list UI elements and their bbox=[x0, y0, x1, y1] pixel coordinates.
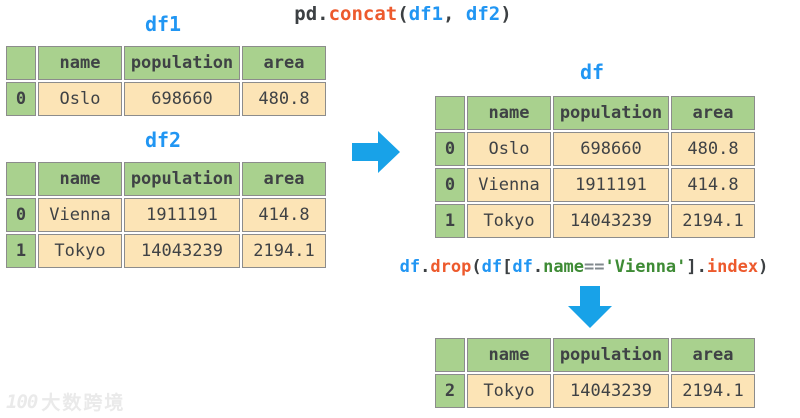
table-cell: Oslo bbox=[467, 132, 551, 166]
df-label: df bbox=[579, 60, 605, 84]
code-token: [ bbox=[502, 257, 513, 277]
code-token: index bbox=[706, 257, 759, 277]
code-token: concat bbox=[328, 3, 398, 25]
column-header: name bbox=[467, 96, 551, 130]
column-header bbox=[6, 162, 36, 196]
column-header: population bbox=[553, 96, 669, 130]
table-cell: 698660 bbox=[124, 82, 240, 116]
table-cell: Tokyo bbox=[467, 204, 551, 238]
column-header: area bbox=[671, 96, 755, 130]
row-index: 0 bbox=[435, 132, 465, 166]
table-cell: Tokyo bbox=[467, 374, 551, 408]
table-cell: 14043239 bbox=[124, 234, 240, 268]
column-header: area bbox=[242, 46, 326, 80]
row-index: 1 bbox=[435, 204, 465, 238]
table-cell: 414.8 bbox=[671, 168, 755, 202]
code-token: ) bbox=[500, 3, 512, 25]
column-header: population bbox=[124, 46, 240, 80]
column-header: population bbox=[124, 162, 240, 196]
column-header: name bbox=[467, 338, 551, 372]
code-token: df bbox=[512, 257, 533, 277]
column-header bbox=[435, 96, 465, 130]
table-cell: 414.8 bbox=[242, 198, 326, 232]
table-cell: 1911191 bbox=[553, 168, 669, 202]
table-cell: Oslo bbox=[38, 82, 122, 116]
code-token: 'Vienna' bbox=[604, 257, 687, 277]
table-cell: 2194.1 bbox=[242, 234, 326, 268]
code-token: . bbox=[532, 257, 544, 277]
column-header: population bbox=[553, 338, 669, 372]
row-index: 0 bbox=[435, 168, 465, 202]
table-cell: 1911191 bbox=[124, 198, 240, 232]
code-token: drop bbox=[430, 257, 472, 277]
table-cell: 698660 bbox=[553, 132, 669, 166]
df1-label: df1 bbox=[144, 12, 182, 36]
arrow-down-icon bbox=[568, 286, 612, 328]
code-token: df1 bbox=[408, 3, 444, 25]
code-token: name bbox=[543, 257, 585, 277]
column-header: name bbox=[38, 162, 122, 196]
watermark-text: 大数跨境 bbox=[41, 392, 126, 414]
table-cell: 14043239 bbox=[553, 374, 669, 408]
code-token: == bbox=[584, 257, 605, 277]
code-token: df2 bbox=[465, 3, 501, 25]
code-token: ( bbox=[397, 3, 409, 25]
code-token: ) bbox=[758, 257, 769, 277]
row-index: 0 bbox=[6, 198, 36, 232]
watermark-logo: 100 bbox=[6, 390, 38, 413]
code-token: df bbox=[399, 257, 421, 277]
code-token: . bbox=[420, 257, 431, 277]
code-token: pd. bbox=[294, 3, 329, 25]
code-token: , bbox=[443, 3, 466, 25]
table-cell: 2194.1 bbox=[671, 204, 755, 238]
df2-label: df2 bbox=[144, 128, 182, 152]
watermark: 100 大数跨境 bbox=[6, 388, 125, 415]
concat-code-line: pd.concat(df1, df2) bbox=[294, 3, 511, 25]
table-cell: 14043239 bbox=[553, 204, 669, 238]
column-header: area bbox=[671, 338, 755, 372]
column-header: name bbox=[38, 46, 122, 80]
table-cell: 480.8 bbox=[242, 82, 326, 116]
arrow-right-icon bbox=[352, 129, 400, 175]
table-cell: Vienna bbox=[467, 168, 551, 202]
code-token: ( bbox=[471, 257, 482, 277]
column-header bbox=[435, 338, 465, 372]
column-header: area bbox=[242, 162, 326, 196]
table-cell: 480.8 bbox=[671, 132, 755, 166]
table-cell: 2194.1 bbox=[671, 374, 755, 408]
column-header bbox=[6, 46, 36, 80]
table-cell: Tokyo bbox=[38, 234, 122, 268]
row-index: 1 bbox=[6, 234, 36, 268]
drop-code-line: df.drop(df[df.name=='Vienna'].index) bbox=[400, 257, 769, 277]
code-token: df bbox=[481, 257, 503, 277]
row-index: 0 bbox=[6, 82, 36, 116]
row-index: 2 bbox=[435, 374, 465, 408]
table-cell: Vienna bbox=[38, 198, 122, 232]
code-token: ]. bbox=[686, 257, 707, 277]
